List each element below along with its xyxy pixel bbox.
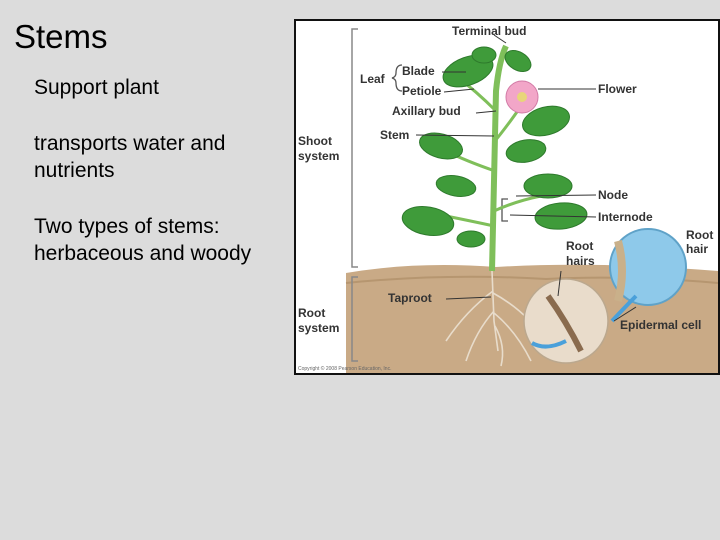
zoom-arrow [610,294,638,323]
root-bracket [351,276,358,362]
label-taproot: Taproot [388,291,432,305]
leaves [401,46,588,248]
bullet-list: Support plant transports water and nutri… [34,74,284,296]
label-root-hairs: Root [566,239,593,253]
label-epidermal-cell: Epidermal cell [620,318,701,332]
label-stem: Stem [380,128,409,142]
plant-anatomy-figure: Terminal bud Leaf Blade Petiole Flower A… [294,19,720,375]
leaf-brace [391,64,403,92]
bullet-item: Support plant [34,76,159,99]
label-root-hair: Root [686,228,713,242]
flower [505,80,539,114]
label-petiole: Petiole [402,84,442,98]
copyright-notice: Copyright © 2008 Pearson Education, Inc. [298,365,391,372]
label-root-hairs: hairs [566,254,595,268]
shoot-bracket [351,28,358,268]
root-hair-cell-zoom [609,228,687,306]
label-flower: Flower [598,82,637,96]
label-blade: Blade [402,64,435,78]
internode-bracket [501,198,508,222]
main-stem [489,44,509,272]
label-terminal-bud: Terminal bud [452,24,526,38]
label-internode: Internode [598,210,653,224]
bullet-item: transports water and nutrients [34,132,226,182]
label-leaf: Leaf [360,72,386,86]
label-root-system: system [298,321,339,335]
label-shoot-system: system [298,149,339,163]
label-root-hair: hair [686,242,708,256]
label-shoot-system: Shoot [298,134,332,148]
label-root-system: Root [298,306,325,320]
label-axillary-bud: Axillary bud [392,104,461,118]
zoom-arrow [531,339,567,349]
slide-title: Stems [14,18,108,55]
plant-diagram: Terminal bud Leaf Blade Petiole Flower A… [298,24,718,373]
leader-lines [415,34,637,322]
bullet-item: Two types of stems: herbaceous and woody [34,215,252,265]
label-node: Node [598,188,628,202]
